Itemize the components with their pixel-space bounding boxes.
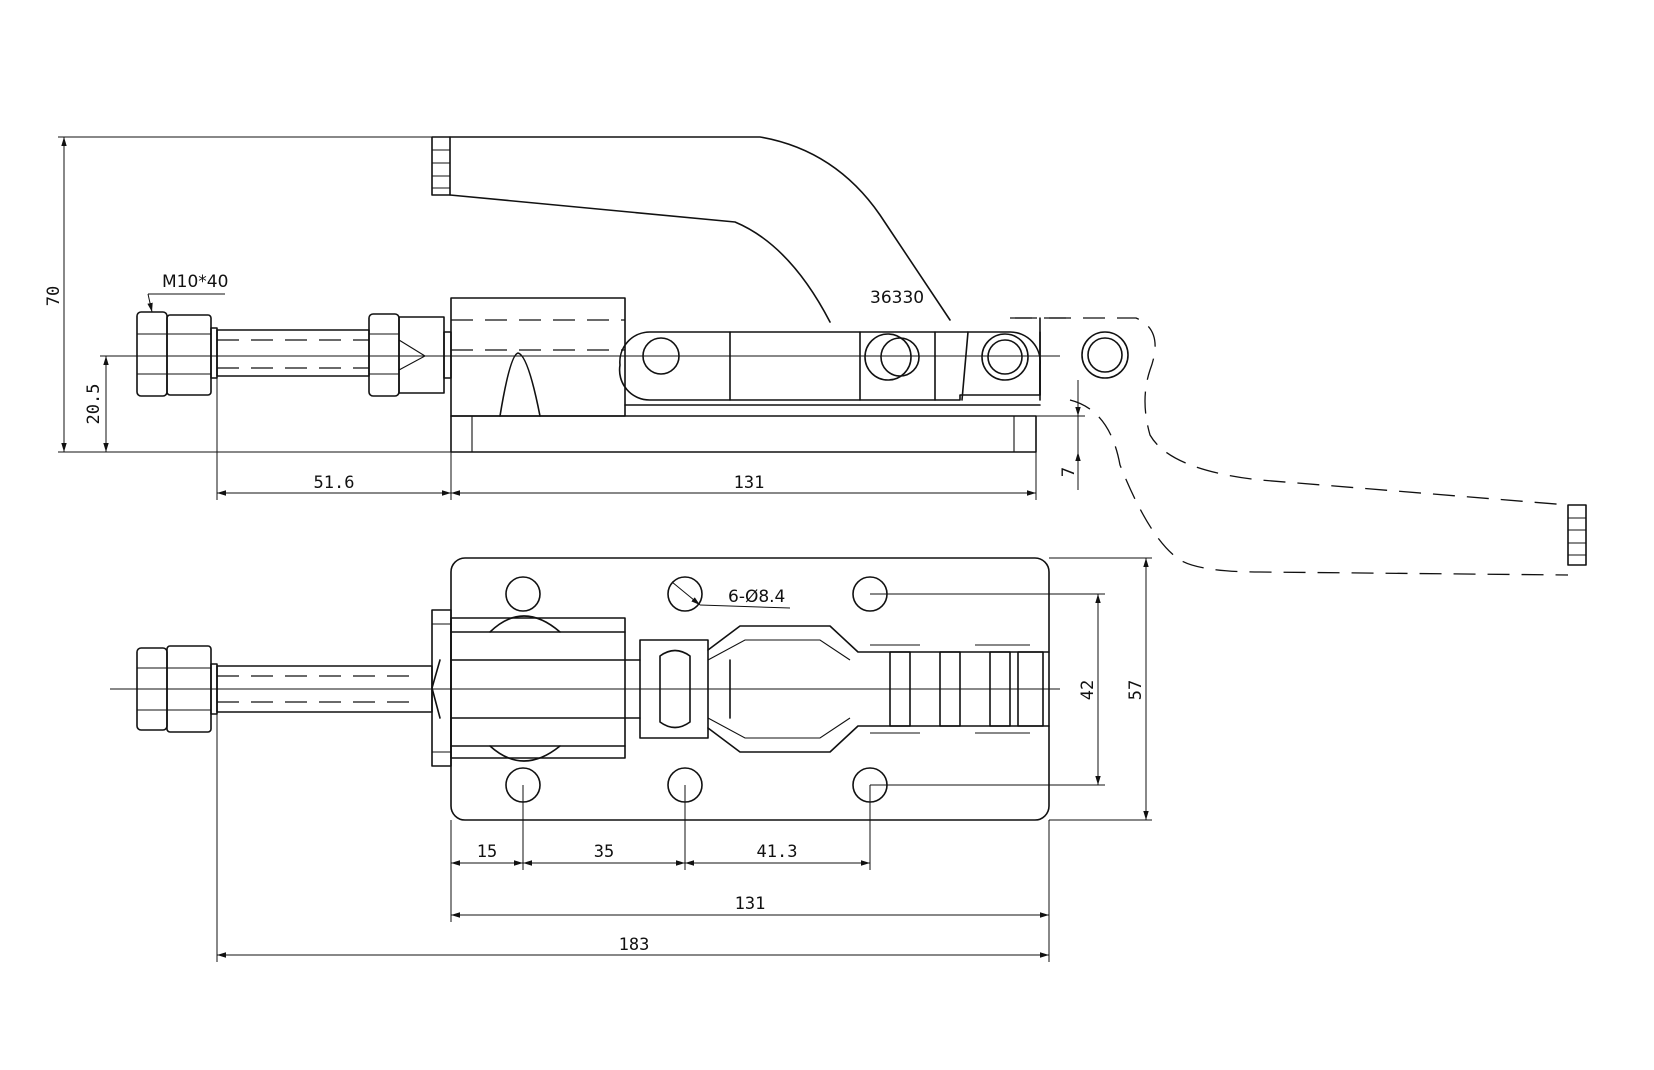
plunger (110, 311, 1060, 397)
handle-closed (431, 136, 951, 323)
top-view: 6-Ø8.4 42 57 15 35 41.3 131 183 (110, 557, 1152, 962)
dim-height-70: 70 (44, 286, 64, 306)
dim-total-length-183: 183 (619, 935, 650, 955)
dim-plate-length-131: 131 (735, 894, 766, 914)
dim-bolt-height-20-5: 20.5 (84, 384, 104, 425)
dim-base-thickness-7: 7 (1059, 467, 1079, 477)
dim-pitch-35: 35 (594, 842, 614, 862)
dim-plate-width-57: 57 (1126, 680, 1146, 700)
label-hole-spec: 6-Ø8.4 (728, 587, 785, 607)
dim-bolt-length-51-6: 51.6 (314, 473, 355, 493)
label-model-number: 36330 (870, 288, 924, 308)
plunger-top (136, 645, 433, 733)
side-dimensions: 70 20.5 51.6 131 7 M10*40 36330 (44, 136, 1085, 500)
base-plate (450, 415, 1037, 453)
dim-pitch-41-3: 41.3 (757, 842, 798, 862)
mounting-hole (667, 576, 703, 612)
handle-open-phantom (1010, 317, 1587, 576)
dim-base-length-131: 131 (734, 473, 765, 493)
mounting-hole (505, 576, 541, 612)
side-view: 70 20.5 51.6 131 7 M10*40 36330 (44, 136, 1587, 576)
linkage-top (110, 625, 1060, 753)
dim-hole-spacing-42: 42 (1078, 680, 1098, 700)
guide-block (450, 297, 1041, 417)
top-dimensions: 6-Ø8.4 42 57 15 35 41.3 131 183 (216, 557, 1152, 962)
label-bolt-size: M10*40 (162, 272, 228, 292)
guide-block-top (431, 609, 641, 767)
dim-pitch-15: 15 (477, 842, 497, 862)
lever-arm (618, 331, 1041, 401)
